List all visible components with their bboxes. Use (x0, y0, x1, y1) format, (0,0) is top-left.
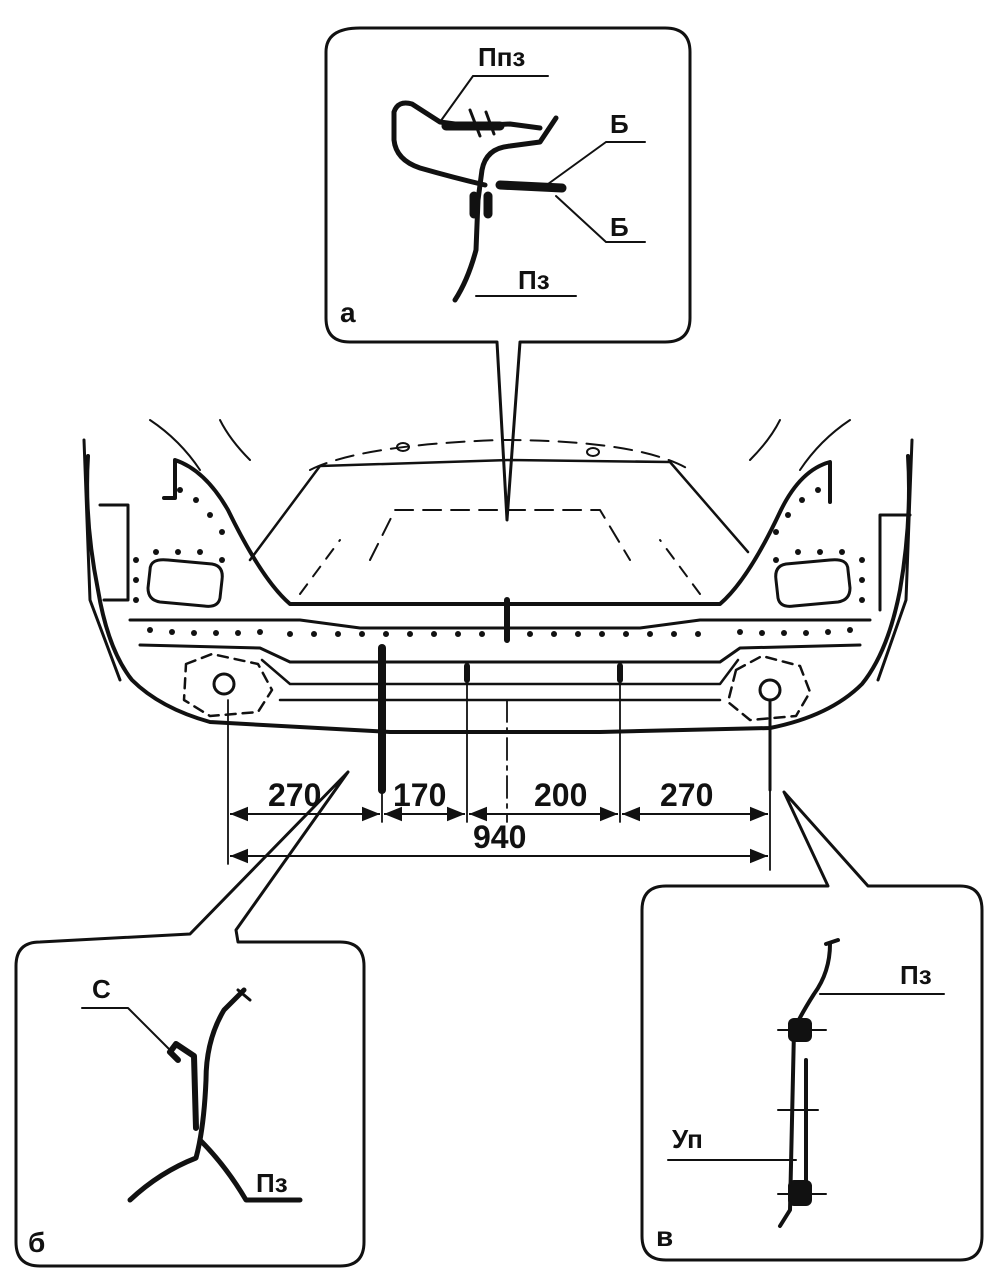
spot-weld-row (133, 487, 865, 637)
section-profile-b (127, 987, 303, 1203)
callout-up: Уп (672, 1124, 703, 1154)
panel-letter-a: а (340, 297, 356, 328)
callout-pz-b: Пз (256, 1168, 288, 1198)
detail-panel-b: С Пз б (14, 770, 366, 1268)
callout-c: С (92, 974, 111, 1004)
detail-panel-a: Ппз Б Б Пз а (324, 26, 692, 522)
section-markers (227, 597, 772, 871)
panel-letter-b: б (28, 1227, 45, 1258)
callout-pz-v: Пз (900, 960, 932, 990)
section-profile-a (391, 100, 567, 303)
dim-label-940: 940 (473, 819, 526, 855)
callout-pz-a: Пз (518, 265, 550, 295)
callout-b-lower: Б (610, 212, 629, 242)
dim-label-200: 200 (534, 777, 587, 813)
panel-letter-v: в (656, 1221, 673, 1252)
rear-body-outline (82, 419, 914, 734)
callout-ppz: Ппз (478, 42, 525, 72)
dimension-lines: 270 170 200 270 940 (230, 777, 768, 864)
callout-b-upper: Б (610, 109, 629, 139)
dim-label-270-right: 270 (660, 777, 713, 813)
section-profile-v (777, 938, 840, 1228)
detail-panel-v: Пз Уп в (640, 790, 984, 1262)
dim-label-170: 170 (393, 777, 446, 813)
